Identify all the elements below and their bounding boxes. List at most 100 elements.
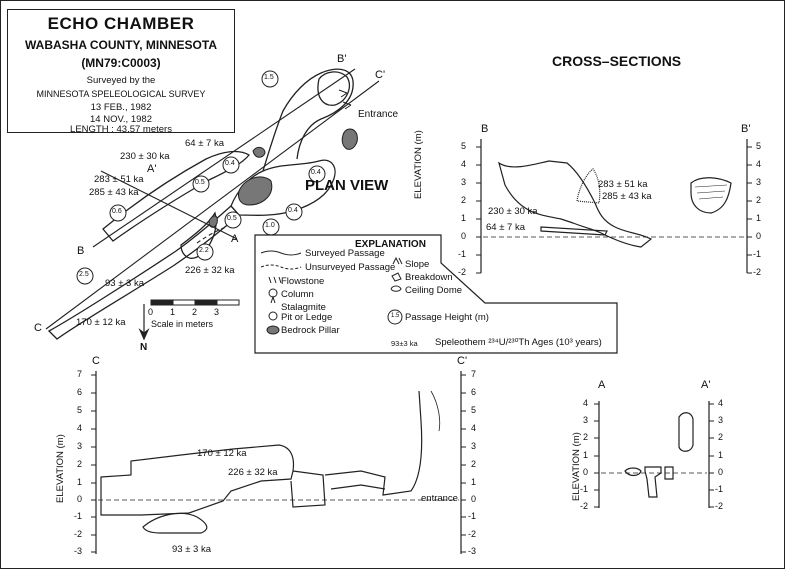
axis-tick: 4	[583, 398, 589, 408]
axis-tick: 3	[77, 441, 83, 451]
scale-tick: 3	[214, 307, 220, 317]
axis-tick: 2	[756, 195, 762, 205]
axis-tick: 1	[471, 477, 477, 487]
axis-tick: 5	[471, 405, 477, 415]
section-b-left-label: B	[481, 123, 489, 135]
age-label: 285 ± 43 ka	[602, 191, 652, 202]
age-label: 283 ± 51 ka	[94, 174, 144, 185]
axis-tick: 5	[461, 141, 467, 151]
legend-item: Unsurveyed Passage	[305, 262, 396, 273]
axis-tick: 4	[77, 423, 83, 433]
west-lobe	[180, 211, 217, 259]
legend-item: Slope	[405, 259, 430, 270]
section-bb-drawing	[480, 139, 748, 273]
axis-tick: 0	[756, 231, 762, 241]
legend-item: Flowstone	[281, 276, 325, 287]
age-label: 170 ± 12 ka	[197, 448, 247, 459]
section-c-right-label: C'	[457, 355, 468, 367]
axis-tick: -3	[468, 546, 477, 556]
marker-a-prime: A'	[147, 163, 157, 175]
axis-tick: 3	[461, 177, 467, 187]
legend-item: Bedrock Pillar	[281, 325, 340, 336]
title-block: ECHO CHAMBER WABASHA COUNTY, MINNESOTA (…	[7, 9, 235, 135]
legend: EXPLANATION Surveyed Passage Unsurveyed …	[255, 235, 617, 353]
cave-length: LENGTH : 43.57 meters	[70, 124, 172, 135]
scale-tick: 0	[148, 307, 154, 317]
axis-tick: 1	[583, 450, 589, 460]
age-label: 285 ± 43 ka	[89, 187, 139, 198]
section-line-aa	[100, 170, 238, 240]
survey-date-1: 13 FEB., 1982	[90, 102, 152, 113]
height-label: 2.2	[199, 247, 209, 254]
marker-c: C	[34, 322, 42, 334]
legend-item: Passage Height (m)	[405, 312, 489, 323]
legend-age-desc: Speleothem ²³⁴U/²³⁰Th Ages (10³ years)	[435, 337, 602, 348]
marker-b-prime: B'	[337, 53, 347, 65]
height-label: 0.4	[225, 160, 235, 167]
section-a-left-label: A	[598, 379, 606, 391]
axis-tick: -2	[458, 267, 467, 277]
axis-tick: 1	[77, 477, 83, 487]
axis-tick: 2	[583, 432, 589, 442]
surveyed-by: Surveyed by the	[86, 75, 156, 86]
axis-tick: 0	[471, 494, 477, 504]
axis-tick: 1	[461, 213, 467, 223]
section-b-right-label: B'	[741, 123, 751, 135]
age-label: 64 ± 7 ka	[486, 222, 526, 233]
axis-tick: 7	[471, 369, 477, 379]
height-label: 1.5	[264, 74, 274, 81]
scale-label: Scale in meters	[151, 319, 214, 329]
legend-age-sample: 93±3 ka	[391, 339, 418, 348]
axis-tick: -2	[580, 501, 589, 511]
height-label: 0.6	[112, 208, 122, 215]
unsurveyed-passage	[196, 222, 236, 244]
age-label: 226 ± 32 ka	[185, 265, 235, 276]
legend-item: Ceiling Dome	[405, 285, 463, 296]
marker-c-prime: C'	[375, 69, 386, 81]
section-c-left-label: C	[92, 355, 100, 367]
passage-north	[262, 68, 354, 172]
cave-code: (MN79:C0003)	[81, 56, 161, 70]
axis-tick: 0	[461, 231, 467, 241]
section-line-bb	[92, 68, 356, 248]
axis-tick: -2	[753, 267, 762, 277]
axis-tick: 4	[756, 159, 762, 169]
height-label: 2.5	[79, 271, 89, 278]
axis-tick: 6	[77, 387, 83, 397]
legend-item: Breakdown	[405, 272, 453, 283]
marker-a: A	[231, 233, 239, 245]
axis-tick: 0	[77, 494, 83, 504]
scale-tick: 2	[192, 307, 198, 317]
legend-item: Surveyed Passage	[305, 248, 385, 259]
north-arrow	[138, 304, 150, 341]
axis-tick: -1	[74, 511, 83, 521]
marker-b: B	[77, 245, 85, 257]
county-line: WABASHA COUNTY, MINNESOTA	[25, 38, 217, 52]
entrance-label: entrance	[421, 493, 458, 504]
central-chamber	[230, 159, 336, 216]
axis-tick: 5	[756, 141, 762, 151]
axis-tick: 0	[583, 467, 589, 477]
axis-tick: -2	[468, 529, 477, 539]
legend-height-sample: 1.5	[391, 313, 400, 319]
legend-item: Column	[281, 289, 314, 300]
bedrock-pillar-2	[341, 128, 358, 150]
section-line-cc	[45, 80, 380, 330]
passage-nw-arm	[102, 150, 250, 242]
axis-tick: 0	[718, 467, 724, 477]
section-bb-axis-title: ELEVATION (m)	[413, 130, 424, 199]
axis-tick: -1	[468, 511, 477, 521]
age-label: 93 ± 3 ka	[105, 278, 145, 289]
cross-sections-title: CROSS–SECTIONS	[552, 53, 682, 69]
axis-tick: -1	[753, 249, 762, 259]
survey-date-2: 14 NOV., 1982	[90, 114, 152, 125]
axis-tick: 3	[471, 441, 477, 451]
axis-tick: -2	[74, 529, 83, 539]
legend-title: EXPLANATION	[355, 239, 426, 250]
age-label: 170 ± 12 ka	[76, 317, 126, 328]
plan-view-label: PLAN VIEW	[305, 177, 389, 194]
age-label: 230 ± 30 ka	[488, 206, 538, 217]
axis-tick: 3	[756, 177, 762, 187]
